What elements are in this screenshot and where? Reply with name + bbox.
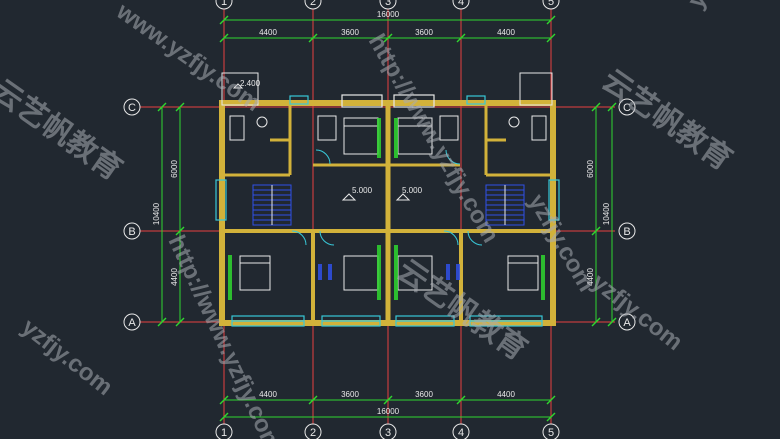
svg-text:5: 5 <box>548 427 554 439</box>
svg-text:A: A <box>128 317 136 329</box>
elevation-terrace: 2.400 <box>240 79 261 88</box>
dim-depth-2-left: 4400 <box>170 268 179 286</box>
axis-bubble-a-left: A <box>123 313 141 331</box>
dim-depth-1-right: 6000 <box>586 160 595 178</box>
elevation-floor-right: 5.000 <box>402 186 423 195</box>
axis-bubble-1-top: 1 <box>215 0 233 10</box>
svg-text:2: 2 <box>310 0 316 8</box>
dim-bay-2-bottom: 3600 <box>341 390 359 399</box>
axis-bubble-3-bottom: 3 <box>379 423 397 439</box>
dim-total-width-top: 16000 <box>377 10 400 19</box>
stairs <box>252 184 525 226</box>
dim-bay-4-top: 4400 <box>497 28 515 37</box>
dim-depth-2-right: 4400 <box>586 268 595 286</box>
axis-bubble-c-left: C <box>123 98 141 116</box>
dim-bay-1-top: 4400 <box>259 28 277 37</box>
dim-total-depth-left: 10400 <box>152 202 161 225</box>
dim-bay-1-bottom: 4400 <box>259 390 277 399</box>
dim-bay-4-bottom: 4400 <box>497 390 515 399</box>
furniture-accents <box>228 118 545 300</box>
svg-text:B: B <box>623 226 630 238</box>
svg-text:2: 2 <box>310 427 316 439</box>
axis-bubble-2-top: 2 <box>304 0 322 10</box>
elevation-floor-left: 5.000 <box>352 186 373 195</box>
svg-text:5: 5 <box>548 0 554 8</box>
axis-bubble-b-left: B <box>123 222 141 240</box>
doors <box>291 149 483 246</box>
svg-text:1: 1 <box>221 427 227 439</box>
svg-text:1: 1 <box>221 0 227 8</box>
dim-bay-2-top: 3600 <box>341 28 359 37</box>
axis-bubble-4-top: 4 <box>452 0 470 10</box>
svg-text:4: 4 <box>458 427 464 439</box>
dim-bay-3-bottom: 3600 <box>415 390 433 399</box>
dim-bay-3-top: 3600 <box>415 28 433 37</box>
svg-text:4: 4 <box>458 0 464 8</box>
axis-bubble-5-bottom: 5 <box>542 423 560 439</box>
dim-total-depth-right: 10400 <box>602 202 611 225</box>
svg-text:3: 3 <box>385 427 391 439</box>
balconies <box>221 72 553 106</box>
svg-text:B: B <box>128 226 135 238</box>
svg-text:C: C <box>128 102 136 114</box>
axis-bubbles: 1 2 3 4 5 1 2 3 <box>123 0 636 439</box>
walls <box>219 100 556 326</box>
dim-depth-1-left: 6000 <box>170 160 179 178</box>
svg-text:C: C <box>623 102 631 114</box>
windows <box>215 94 560 327</box>
dimension-texts: 16000 4400 3600 3600 4400 4400 3600 3600… <box>152 10 611 416</box>
elevation-texts: 2.400 5.000 5.000 <box>240 79 423 195</box>
axis-bubble-1-bottom: 1 <box>215 423 233 439</box>
axis-bubble-c-right: C <box>618 98 636 116</box>
axis-bubble-4-bottom: 4 <box>452 423 470 439</box>
svg-text:A: A <box>623 317 631 329</box>
axis-bubble-2-bottom: 2 <box>304 423 322 439</box>
axis-bubble-5-top: 5 <box>542 0 560 10</box>
elevation-markers <box>232 83 411 201</box>
axis-bubble-b-right: B <box>618 222 636 240</box>
svg-text:3: 3 <box>385 0 391 8</box>
axis-bubble-3-top: 3 <box>379 0 397 10</box>
dimension-lines <box>157 15 617 422</box>
axis-bubble-a-right: A <box>618 313 636 331</box>
dim-total-width-bottom: 16000 <box>377 407 400 416</box>
